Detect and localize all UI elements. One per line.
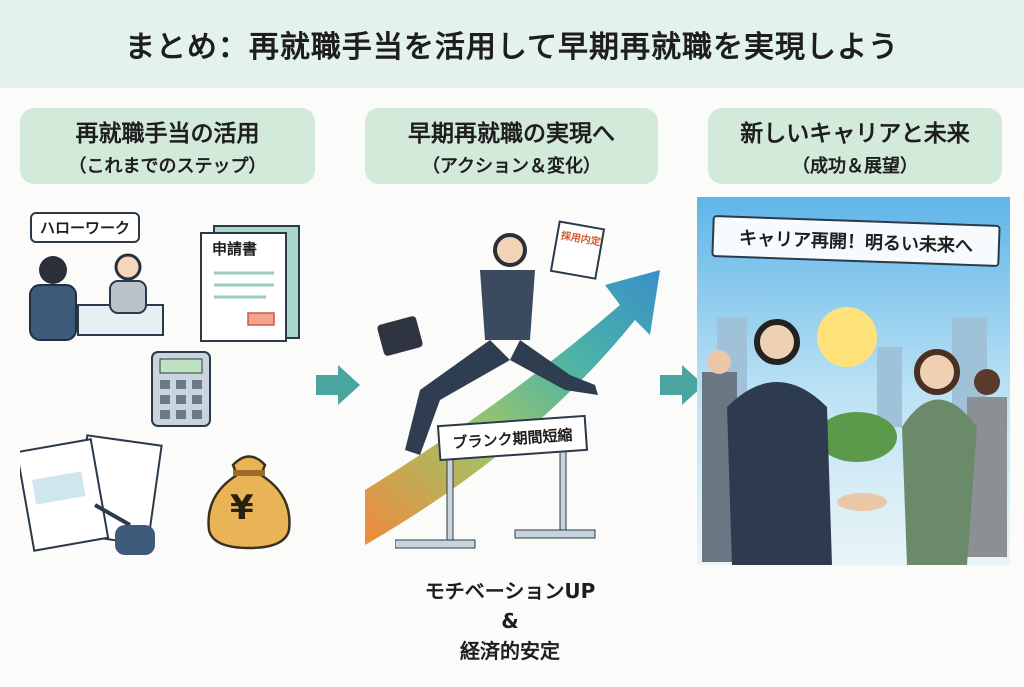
column-header-left: 再就職手当の活用 （これまでのステップ）: [20, 108, 315, 184]
banner-text: キャリア再開！明るい未来へ: [738, 227, 974, 258]
documents-pen-icon: [20, 434, 163, 555]
caption-line-stability: 経済的安定: [460, 639, 560, 663]
jumping-businessman-illustration: [365, 220, 660, 545]
calculator-icon: [151, 351, 211, 427]
column-heading: 再就職手当の活用: [75, 121, 260, 147]
column-heading: 早期再就職の実現へ: [408, 121, 615, 147]
handshake-illustration: [702, 307, 1007, 565]
title-bar: まとめ：再就職手当を活用して早期再就職を実現しよう: [0, 0, 1024, 88]
caption-line-motivation: モチベーションUP: [424, 579, 596, 603]
column-subheading: （成功＆展望）: [792, 156, 918, 177]
hurdle-label: ブランク期間短縮: [452, 425, 574, 452]
form-label: 申請書: [212, 240, 258, 258]
column-subheading: （これまでのステップ）: [68, 156, 267, 177]
page-title: まとめ：再就職手当を活用して早期再就職を実現しよう: [124, 30, 900, 65]
consultation-illustration: [29, 253, 164, 341]
column-subheading: （アクション＆変化）: [421, 156, 602, 177]
flow-arrow-1: [316, 365, 360, 405]
bubble-text: ハローワーク: [40, 219, 131, 237]
money-bag-icon: [207, 455, 291, 550]
column-heading: 新しいキャリアと未来: [740, 121, 970, 147]
hurdle-icon: [395, 449, 596, 549]
middle-caption: モチベーションUP & 経済的安定: [360, 576, 660, 666]
application-form-icon: [200, 225, 300, 342]
column-header-right: 新しいキャリアと未来 （成功＆展望）: [708, 108, 1002, 184]
hello-work-bubble: ハローワーク: [30, 212, 141, 243]
column-header-middle: 早期再就職の実現へ （アクション＆変化）: [365, 108, 658, 184]
yen-symbol: ¥: [230, 488, 254, 528]
caption-line-ampersand: &: [501, 609, 519, 633]
